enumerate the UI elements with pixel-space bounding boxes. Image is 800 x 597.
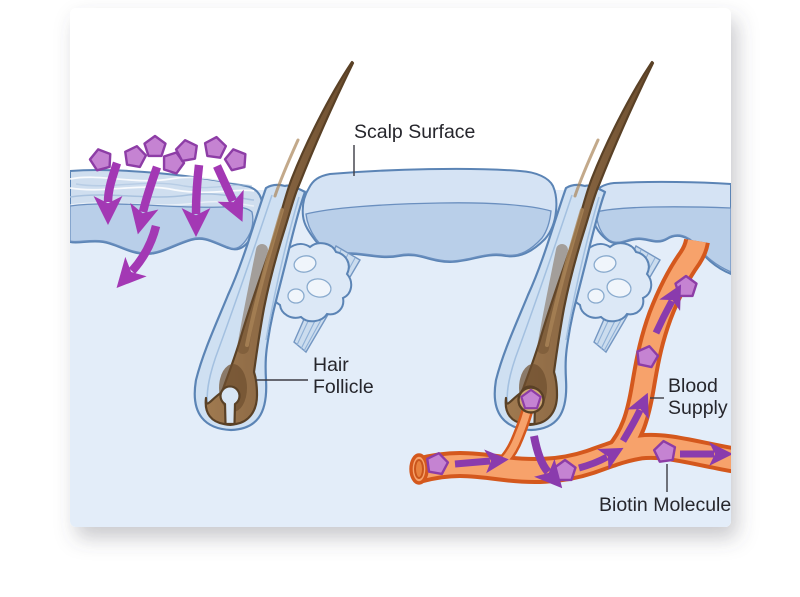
hair-follicle-label-line2: Follicle [313, 376, 374, 398]
epidermis-middle-segment [301, 167, 558, 264]
blood-flow-arrow-icon [454, 449, 509, 474]
hair-follicle-label-line1: Hair [313, 354, 349, 376]
absorption-arrow-icon [116, 224, 161, 288]
absorption-arrow-icon [130, 165, 162, 235]
absorption-arrow-icon [93, 161, 123, 225]
blood-supply-label-line1: Blood [668, 375, 718, 397]
biotin-delivery-arrow-icon [530, 435, 563, 489]
epidermis-left-segment [70, 169, 264, 256]
blood-supply-label-line2: Supply [668, 397, 728, 419]
blood-flow-arrow-icon [652, 284, 682, 335]
blood-flow-arrow-icon [619, 392, 649, 443]
biotin-molecule-label: Biotin Molecule [599, 494, 731, 516]
blood-flow-arrow-icon [578, 447, 624, 472]
absorption-arrows [93, 161, 244, 288]
blood-flow-arrows [454, 284, 731, 489]
labels: Scalp Surface Hair Follicle Blood Supply… [256, 121, 731, 516]
scalp-surface-label: Scalp Surface [354, 121, 475, 143]
absorption-arrow-icon [213, 164, 244, 222]
absorption-arrow-icon [181, 164, 211, 237]
